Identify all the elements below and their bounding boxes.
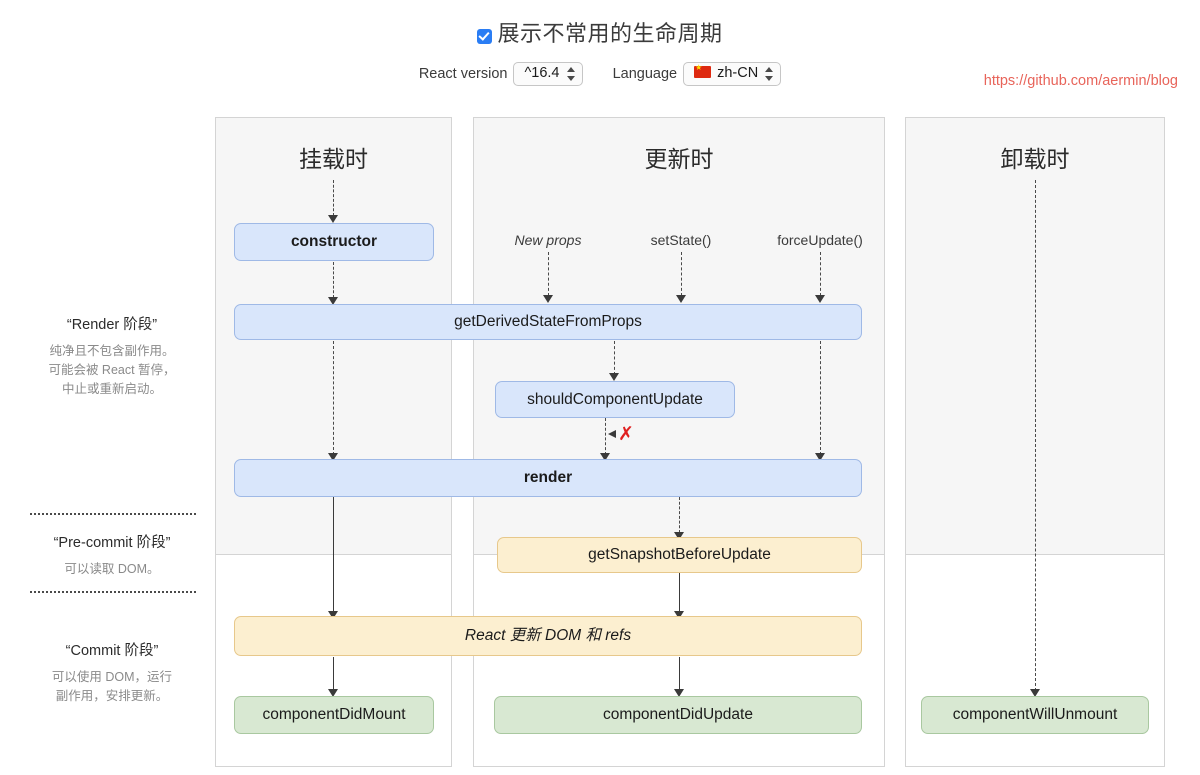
connector-render-to-domupdate-mount [333,497,334,613]
node-get-snapshot-before-update[interactable]: getSnapshotBeforeUpdate [497,537,862,573]
react-version-value: ^16.4 [524,65,560,81]
chevron-updown-icon [566,65,576,83]
node-component-did-update[interactable]: componentDidUpdate [494,696,862,734]
trigger-new-props: New props [514,232,582,248]
connector-setstate [681,252,682,296]
phase-divider-top [30,513,196,515]
column-mount-title: 挂载时 [299,146,368,172]
node-constructor[interactable]: constructor [234,223,434,261]
page-title-row: 展示不常用的生命周期 [0,16,1200,48]
arrowhead [674,689,684,697]
column-update-title: 更新时 [644,146,714,172]
connector-domupdate-to-didupdate [679,657,680,691]
connector-newprops [548,252,549,296]
arrowhead [676,295,686,303]
connector-mount-head [333,180,334,216]
react-version-select[interactable]: ^16.4 [513,62,583,86]
phase-render-desc: 纯净且不包含副作用。可能会被 React 暂停，中止或重新启动。 [48,344,176,396]
arrowhead [1030,689,1040,697]
page-title: 展示不常用的生命周期 [497,21,723,46]
connector-domupdate-to-didmount [333,657,334,691]
phase-commit-desc: 可以使用 DOM，运行副作用，安排更新。 [51,670,173,703]
language-select[interactable]: zh-CN [683,62,782,86]
connector-scu-to-render [605,418,606,455]
connector-unmount-head [1035,180,1036,691]
skip-render-x-icon: ✗ [618,424,634,445]
arrowhead [815,295,825,303]
node-render[interactable]: render [234,459,862,497]
arrowhead [328,611,338,619]
arrowhead [328,453,338,461]
phase-pre-commit-title: “Pre-commit 阶段” [53,535,171,551]
node-get-derived-state-from-props[interactable]: getDerivedStateFromProps [234,304,862,340]
arrowhead [543,295,553,303]
node-should-component-update[interactable]: shouldComponentUpdate [495,381,735,418]
show-uncommon-lifecycles-checkbox[interactable] [477,29,493,44]
repo-link[interactable]: https://github.com/aermin/blog [983,73,1178,89]
arrowhead [674,532,684,540]
trigger-set-state: setState() [650,232,712,248]
chevron-updown-icon [765,65,774,83]
phase-divider-bottom [30,591,196,593]
trigger-force-update: forceUpdate() [777,232,863,248]
arrowhead [600,453,610,461]
language-label: Language [612,65,678,82]
phase-commit-title: “Commit 阶段” [65,643,159,659]
arrowhead-skip [608,430,616,438]
connector-gdsfp-to-scu [614,341,615,375]
connector-render-to-gsbu [679,497,680,533]
arrowhead [328,297,338,305]
phase-render: “Render 阶段” 纯净且不包含副作用。可能会被 React 暂停，中止或重… [6,313,218,399]
phase-pre-commit-desc: 可以读取 DOM。 [64,562,160,576]
connector-gsbu-to-domupdate [679,573,680,613]
connector-gdsfp-to-render-mount [333,341,334,455]
phase-pre-commit: “Pre-commit 阶段” 可以读取 DOM。 [6,531,218,579]
connector-constructor-to-gdsfp [333,262,334,298]
controls-row: React version ^16.4 Language zh-CN [0,62,1200,86]
column-unmount-title: 卸载时 [1000,146,1070,172]
arrowhead [815,453,825,461]
connector-forceupdate-to-render [820,341,821,455]
react-version-label: React version [418,65,508,82]
language-value: zh-CN [717,65,759,81]
node-component-did-mount[interactable]: componentDidMount [234,696,434,734]
phase-render-title: “Render 阶段” [66,317,158,333]
node-react-updates-dom[interactable]: React 更新 DOM 和 refs [234,616,862,656]
arrowhead [609,373,619,381]
arrowhead [328,689,338,697]
connector-forceupdate [820,252,821,296]
cn-flag-icon [694,62,712,78]
arrowhead [674,611,684,619]
phase-commit: “Commit 阶段” 可以使用 DOM，运行副作用，安排更新。 [6,639,218,706]
node-component-will-unmount[interactable]: componentWillUnmount [921,696,1149,734]
arrowhead [328,215,338,223]
